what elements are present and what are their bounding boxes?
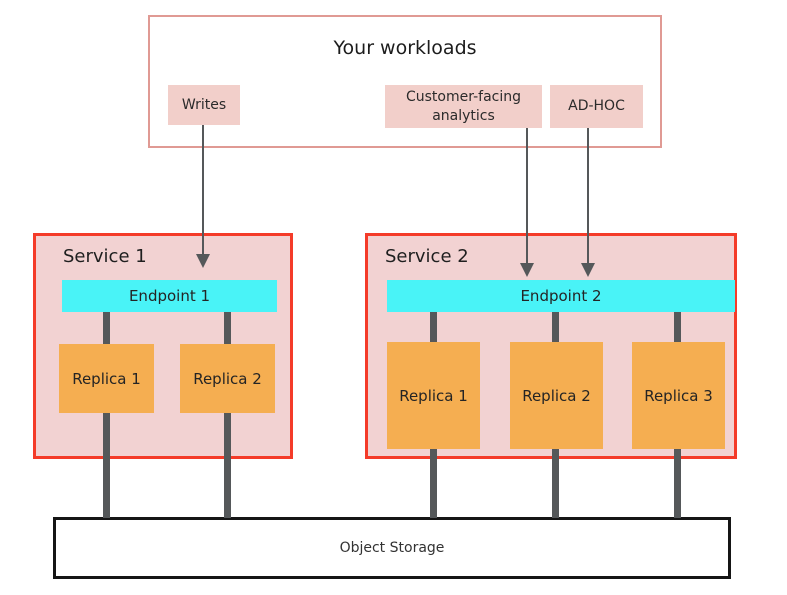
service-1-title: Service 1 [63,246,147,267]
workload-writes: Writes [168,85,240,125]
workloads-title: Your workloads [333,37,477,59]
arrowhead-writes-icon [196,254,210,268]
arrow-writes-to-endpoint1 [202,125,204,255]
service-1-replica-2: Replica 2 [180,344,275,413]
arrowhead-adhoc-icon [581,263,595,277]
service-2-replica-2: Replica 2 [510,342,603,449]
service-2-title: Service 2 [385,246,469,267]
connector-endpoint1-replica2 [224,312,231,344]
arrowhead-analytics-icon [520,263,534,277]
connector-s2-replica3-storage [674,449,681,518]
service-1-replica-1: Replica 1 [59,344,154,413]
connector-endpoint2-replica1 [430,312,437,342]
service-2-box: Service 2 Endpoint 2 Replica 1 Replica 2… [365,233,737,459]
connector-endpoint1-replica1 [103,312,110,344]
service-2-endpoint: Endpoint 2 [387,280,735,312]
connector-endpoint2-replica2 [552,312,559,342]
workload-ad-hoc: AD-HOC [550,85,643,128]
connector-s1-replica2-storage [224,413,231,518]
object-storage-label: Object Storage [339,540,445,556]
connector-s2-replica2-storage [552,449,559,518]
service-1-endpoint: Endpoint 1 [62,280,277,312]
arrow-analytics-to-endpoint2 [526,128,528,264]
object-storage-box: Object Storage [53,517,731,579]
service-1-box: Service 1 Endpoint 1 Replica 1 Replica 2 [33,233,293,459]
service-2-replica-3: Replica 3 [632,342,725,449]
connector-s1-replica1-storage [103,413,110,518]
service-2-replica-1: Replica 1 [387,342,480,449]
arrow-adhoc-to-endpoint2 [587,128,589,264]
workload-customer-facing-analytics: Customer-facing analytics [385,85,542,128]
connector-endpoint2-replica3 [674,312,681,342]
connector-s2-replica1-storage [430,449,437,518]
your-workloads-group: Your workloads Writes Customer-facing an… [148,15,662,148]
